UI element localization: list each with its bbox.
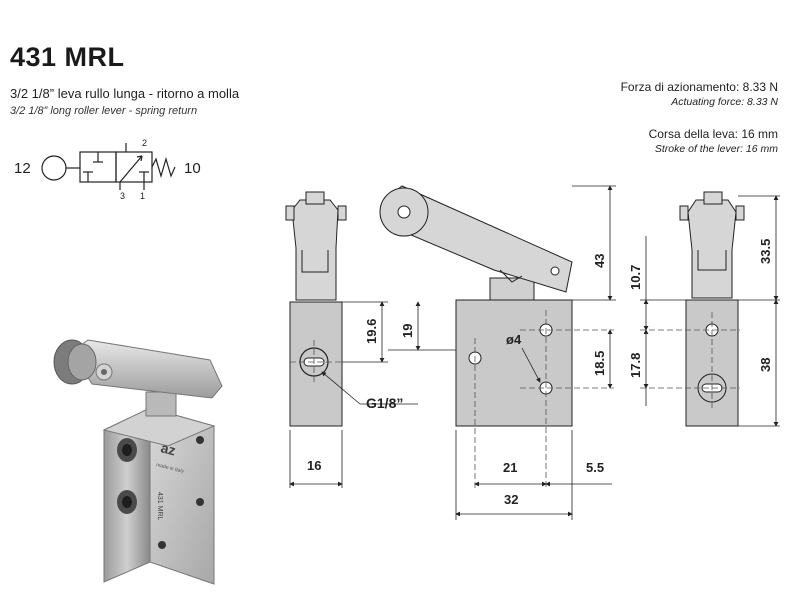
- valve-position-box-right: [115, 151, 153, 183]
- roller-symbol-icon: [41, 155, 67, 181]
- product-title: 431 MRL: [10, 42, 125, 72]
- thread-g18-label: G1/8”: [366, 395, 403, 411]
- product-subtitle-italian: 3/2 1/8” leva rullo lunga - ritorno a mo…: [10, 86, 240, 101]
- roller-icon: [379, 187, 429, 237]
- port-label-2: 2: [142, 138, 147, 148]
- dimension-10-7: 10.7: [628, 265, 643, 290]
- port-label-3: 3: [120, 191, 125, 201]
- made-in-italy-engraving: made in Italy: [156, 462, 185, 475]
- dimension-43: 43: [592, 254, 607, 268]
- port-hole-side: [697, 373, 727, 403]
- dimension-16: 16: [307, 458, 321, 473]
- dimension-38: 38: [758, 358, 773, 372]
- model-engraving: 431 MRL: [156, 492, 163, 521]
- mounting-hole-top: [539, 323, 553, 337]
- lever-stroke-italian: Corsa della leva: 16 mm: [648, 127, 778, 141]
- mounting-hole-bottom: [539, 381, 553, 395]
- dimension-19: 19: [400, 324, 415, 338]
- front-view-center: ø4 43 18.5 21 5.5 32: [379, 185, 616, 520]
- product-subtitle-english: 3/2 1/8” long roller lever - spring retu…: [10, 105, 198, 117]
- actuating-force-english: Actuating force: 8.33 N: [671, 96, 778, 108]
- brand-logo: az: [159, 439, 177, 458]
- dimension-21: 21: [503, 460, 517, 475]
- dimension-5-5: 5.5: [586, 460, 604, 475]
- port-label-10: 10: [184, 160, 201, 177]
- dimension-19-6: 19.6: [364, 319, 379, 344]
- side-view-left: 16 19.6 19 G1/8”: [285, 191, 456, 488]
- port-g18-icon: [299, 347, 329, 377]
- side-view-right: 10.7 17.8 33.5 38: [628, 191, 780, 427]
- dimension-17-8: 17.8: [628, 353, 643, 378]
- hole-diameter-label: ø4: [506, 332, 522, 347]
- valve-position-box-left: [79, 151, 117, 183]
- actuating-force-italian: Forza di azionamento: 8.33 N: [620, 80, 778, 94]
- dimension-33-5: 33.5: [758, 239, 773, 264]
- port-label-1: 1: [140, 191, 145, 201]
- lever-stroke-english: Stroke of the lever: 16 mm: [654, 143, 778, 155]
- dimension-18-5: 18.5: [592, 351, 607, 376]
- port-hole-front: [468, 351, 482, 365]
- dimension-32: 32: [504, 492, 518, 507]
- spring-icon: [151, 156, 176, 179]
- port-label-12: 12: [14, 160, 31, 177]
